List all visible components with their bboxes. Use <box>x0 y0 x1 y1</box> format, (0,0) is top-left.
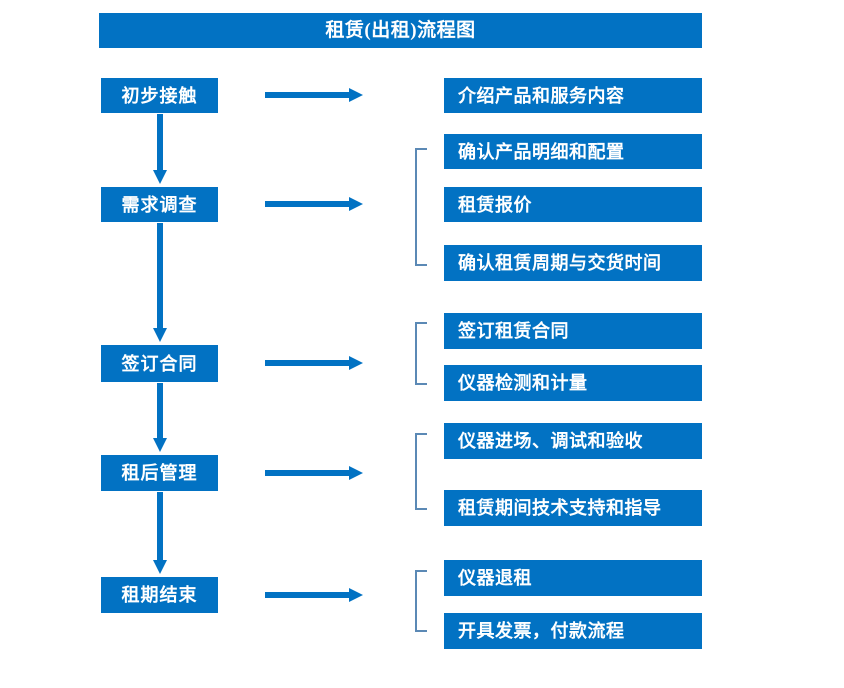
group-bracket-sign-contract <box>414 322 428 385</box>
down-arrow-2 <box>151 223 169 344</box>
right-arrow-4 <box>265 464 365 482</box>
right-arrow-1 <box>265 86 365 104</box>
detail-box-rental-quotation[interactable]: 租赁报价 <box>444 187 702 222</box>
down-arrow-4 <box>151 492 169 576</box>
right-arrow-2 <box>265 195 365 213</box>
page-title: 租赁(出租)流程图 <box>99 13 702 48</box>
down-arrow-3 <box>151 383 169 454</box>
detail-box-instrument-return[interactable]: 仪器退租 <box>444 560 702 596</box>
detail-box-technical-support-during-lease[interactable]: 租赁期间技术支持和指导 <box>444 490 702 526</box>
group-bracket-lease-end <box>414 570 428 632</box>
stage-box-initial-contact[interactable]: 初步接触 <box>101 78 218 113</box>
group-bracket-post-rental-management <box>414 433 428 510</box>
stage-box-post-rental-management[interactable]: 租后管理 <box>101 455 218 491</box>
detail-box-sign-lease-agreement[interactable]: 签订租赁合同 <box>444 313 702 349</box>
stage-box-sign-contract[interactable]: 签订合同 <box>101 345 218 382</box>
detail-box-introduce-products-services[interactable]: 介绍产品和服务内容 <box>444 78 702 113</box>
right-arrow-5 <box>265 586 365 604</box>
stage-box-needs-survey[interactable]: 需求调查 <box>101 187 218 222</box>
detail-box-confirm-lease-period-delivery[interactable]: 确认租赁周期与交货时间 <box>444 245 702 281</box>
group-bracket-needs-survey <box>414 148 428 266</box>
detail-box-instrument-entry-commissioning-acceptance[interactable]: 仪器进场、调试和验收 <box>444 423 702 459</box>
right-arrow-3 <box>265 354 365 372</box>
detail-box-confirm-product-details[interactable]: 确认产品明细和配置 <box>444 134 702 169</box>
down-arrow-1 <box>151 114 169 186</box>
detail-box-invoice-payment-process[interactable]: 开具发票，付款流程 <box>444 613 702 649</box>
detail-box-instrument-inspection-metrology[interactable]: 仪器检测和计量 <box>444 365 702 401</box>
stage-box-lease-end[interactable]: 租期结束 <box>101 577 218 613</box>
